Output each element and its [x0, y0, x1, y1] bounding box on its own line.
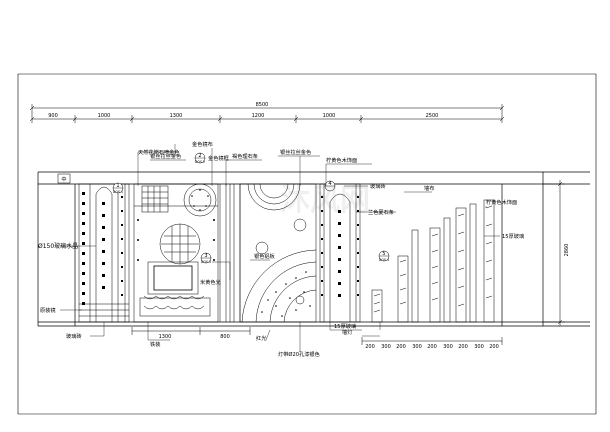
- callout-glass-mosaic-r: 玻璃砖: [370, 182, 386, 190]
- watermark: 沐风网: [280, 183, 370, 218]
- dim-right-5: 200: [427, 344, 437, 350]
- left-pillar: [78, 183, 130, 323]
- dim-top-2: 1000: [98, 113, 111, 119]
- dim-top-3: 1300: [170, 113, 183, 119]
- glass-fins: [371, 199, 495, 323]
- dim-right-4: 300: [412, 344, 422, 350]
- frame-lines: [17, 73, 597, 415]
- tag-1: 1: [116, 183, 119, 189]
- dim-top-1: 900: [48, 113, 58, 119]
- callout-hole-d20: 灯带Ø20孔漆银色: [278, 350, 320, 358]
- callout-cheng-shi: 褐色理石条: [232, 152, 258, 160]
- callout-red-light: 红光: [256, 334, 266, 342]
- callout-iron: 铁装: [150, 340, 160, 348]
- tag-dos-1: DOS-1: [113, 190, 123, 194]
- left-marker: 中: [57, 173, 71, 184]
- callout-glass-mosaic-l: 玻璃砖: [66, 332, 82, 340]
- tag-dos-3: DOS-3: [201, 260, 211, 264]
- tag-4: 4: [328, 181, 331, 187]
- left-pillar-base: [79, 303, 129, 317]
- leader-lines: [60, 144, 500, 352]
- dim-right-6: 300: [443, 344, 453, 350]
- dim-bottom-2: 800: [220, 334, 230, 340]
- left-marker-text: 中: [61, 175, 66, 183]
- tag-dos-2: DOS-2: [195, 160, 205, 164]
- callout-glass15-r: 15厚玻璃: [502, 232, 524, 240]
- top-dimension-chain: [29, 104, 505, 123]
- bottom-right-dimension: [361, 337, 503, 345]
- callout-circle-d150: Ø150玻璃水晶: [38, 242, 78, 250]
- callout-tianwei: 天然花岗石喷金色: [138, 148, 180, 156]
- tag-dos-4: DOS-4: [379, 258, 389, 262]
- center-panel: [133, 183, 219, 323]
- dim-right-7: 200: [458, 344, 468, 350]
- dim-right-3: 200: [396, 344, 406, 350]
- callout-silk-right: 银丝拉丝金色: [280, 148, 311, 156]
- callout-huangsi-left: 银丝拉丝金色: [150, 152, 181, 160]
- callout-lemon-wood-r: 柠黄色木饰面: [486, 198, 517, 206]
- callout-cross-blue: 兰色夏石条: [368, 208, 394, 216]
- dim-top-4: 1200: [252, 113, 265, 119]
- dim-top-6: 2500: [426, 113, 439, 119]
- dim-right-8: 300: [474, 344, 484, 350]
- callout-yellow-light: 米黄色光: [200, 278, 221, 286]
- callout-jinse-muse: 金色镜框: [208, 154, 229, 162]
- dim-bottom-1: 1300: [159, 334, 172, 340]
- center-panel-rivets: [137, 189, 215, 261]
- right-pillar-mosaic: [321, 196, 359, 297]
- dim-height: 2860: [564, 244, 570, 257]
- left-pillar-mosaic: [82, 192, 123, 305]
- fan-panel-dots: [261, 271, 311, 317]
- callout-wall-light: 墙灯: [342, 328, 352, 336]
- dim-right-2: 300: [381, 344, 391, 350]
- bottom-mid-dimension: [131, 327, 251, 335]
- dim-overall-width: 8500: [256, 102, 269, 108]
- tag-5: 5: [382, 251, 385, 257]
- dim-top-5: 1000: [323, 113, 336, 119]
- callout-gold-sand-top: 金色镜布: [192, 140, 213, 148]
- callout-glass15-bottom: 15厚玻璃: [334, 322, 356, 330]
- tag-3: 3: [204, 253, 207, 259]
- right-pillar: [319, 183, 361, 323]
- callout-waterfall: 墙布: [424, 184, 434, 192]
- dim-right-1: 200: [365, 344, 375, 350]
- callout-mirror-arch: 原装镜: [40, 306, 56, 314]
- right-dimension: [543, 180, 565, 326]
- dim-right-9: 200: [489, 344, 499, 350]
- tag-markers-dividers: [113, 157, 389, 259]
- vertical-bands: [219, 184, 241, 322]
- callout-color-panel: 银色铝板: [254, 252, 276, 260]
- callout-lemon-wood: 柠黄色木饰面: [326, 156, 357, 164]
- tag-2: 2: [198, 153, 201, 159]
- glass-fin-dashes: [373, 205, 493, 313]
- fan-panel: [239, 183, 317, 323]
